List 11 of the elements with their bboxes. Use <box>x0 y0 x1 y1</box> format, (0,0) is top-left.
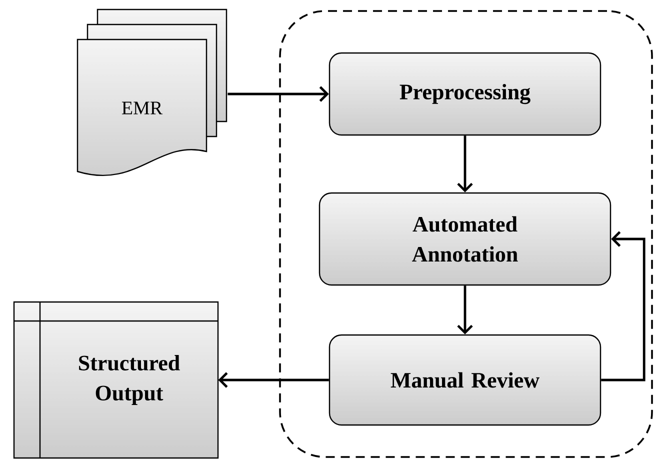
data-store: Structured Output <box>13 301 219 459</box>
arrow <box>457 136 473 192</box>
process-box: Automated Annotation <box>318 192 612 286</box>
arrow <box>601 231 646 382</box>
dashed-group-frame <box>279 10 653 458</box>
process-box: Preprocessing <box>328 52 602 136</box>
arrow <box>457 286 473 334</box>
arrow <box>228 86 329 102</box>
document-stack: EMR <box>76 8 228 176</box>
process-box: Manual Review <box>328 334 602 426</box>
arrow <box>218 372 329 388</box>
